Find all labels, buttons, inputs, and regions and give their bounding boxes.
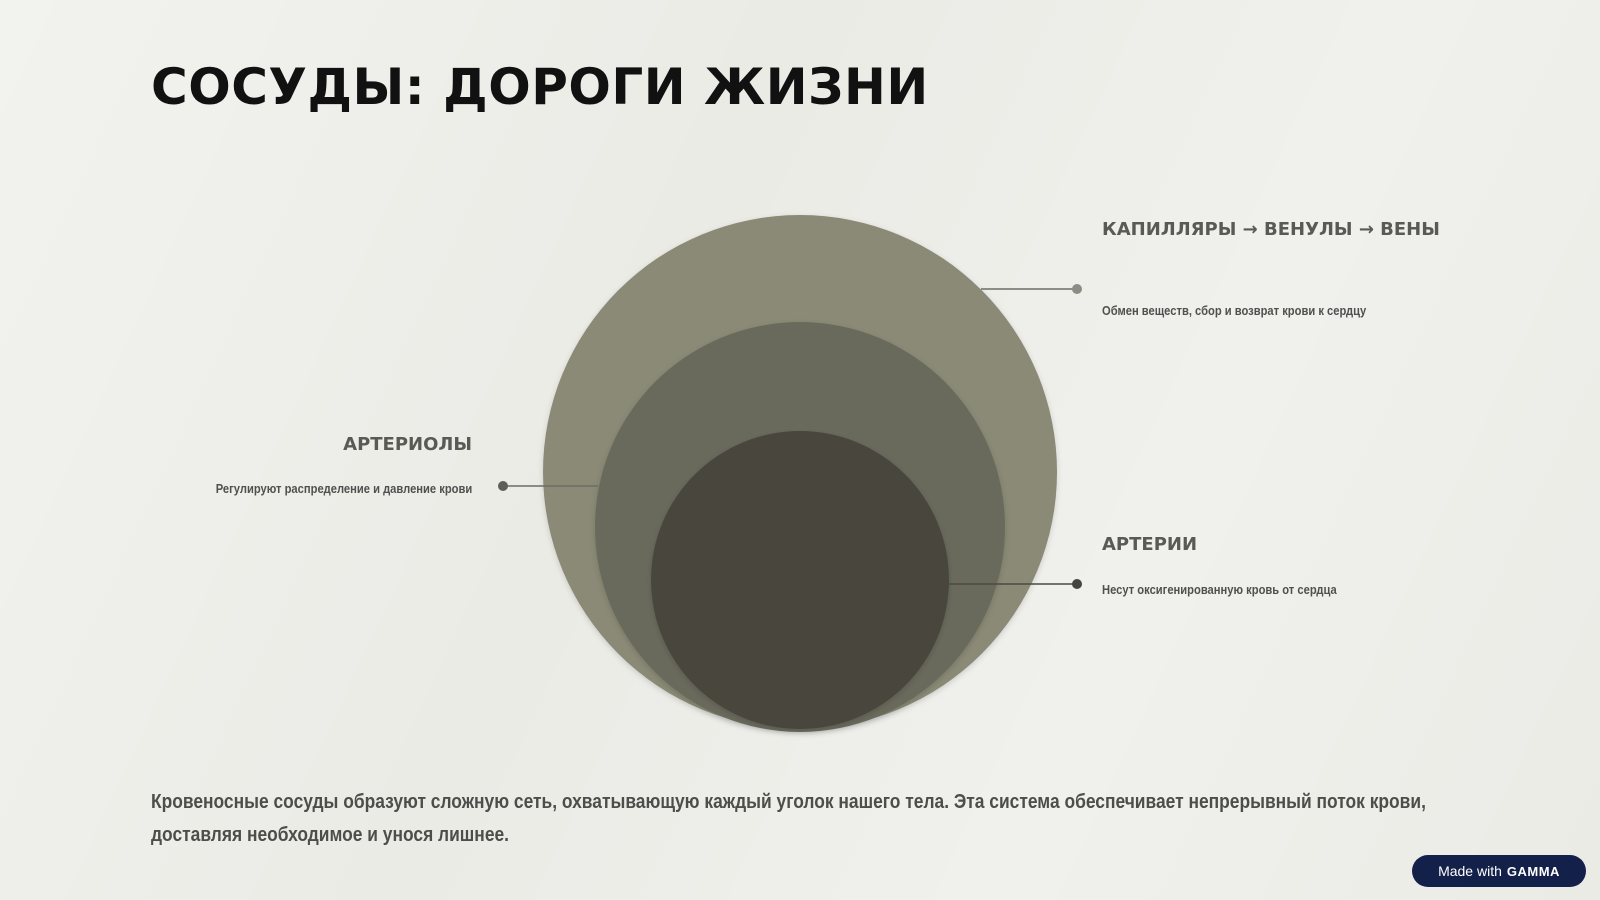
inner-circle-arteries — [651, 431, 949, 729]
arteries-description: Несут оксигенированную кровь от сердца — [1102, 582, 1337, 597]
connector-dot-arterioles — [498, 481, 508, 491]
arterioles-title: АРТЕРИОЛЫ — [343, 434, 472, 455]
capillaries-title: КАПИЛЛЯРЫ → ВЕНУЛЫ → ВЕНЫ — [1102, 219, 1440, 240]
arterioles-description: Регулируют распределение и давление кров… — [215, 481, 472, 496]
capillaries-description: Обмен веществ, сбор и возврат крови к се… — [1102, 303, 1367, 318]
arteries-title: АРТЕРИИ — [1102, 534, 1198, 555]
page-title: СОСУДЫ: ДОРОГИ ЖИЗНИ — [151, 58, 929, 116]
connector-dot-capillaries — [1072, 284, 1082, 294]
summary-text: Кровеносные сосуды образуют сложную сеть… — [151, 791, 1426, 846]
connector-dot-arteries — [1072, 579, 1082, 589]
gamma-logo: GAMMA — [1506, 863, 1560, 879]
made-with-gamma-badge[interactable]: Made with GAMMA — [1412, 855, 1586, 887]
badge-prefix: Made with — [1438, 863, 1502, 879]
